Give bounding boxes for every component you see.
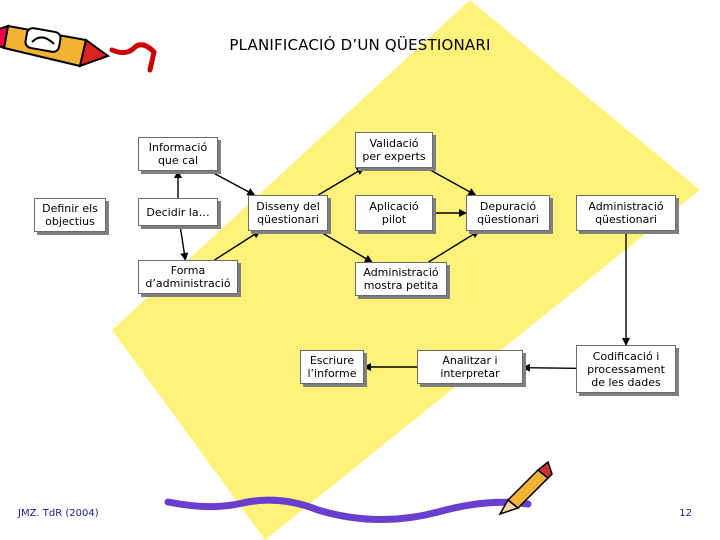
- node-escriure-informe: Escriure l’informe: [300, 350, 364, 384]
- node-administracio-questionari: Administració qüestionari: [576, 195, 676, 231]
- edge-disseny-to-admin_petita: [318, 230, 373, 263]
- pencil-clipart-icon: [0, 24, 157, 73]
- node-decidir-la: Decidir la…: [138, 198, 218, 226]
- edge-validacio-to-depuracio: [426, 167, 477, 196]
- footer-page-number: 12: [679, 508, 692, 519]
- edge-decidir-to-forma: [179, 225, 189, 261]
- slide-title: PLANIFICACIÓ D’UN QÜESTIONARI: [229, 36, 491, 54]
- pencil-squiggle-clipart-icon: [164, 460, 553, 523]
- node-validacio-experts: Validació per experts: [355, 132, 433, 168]
- node-informacio-que-cal: Informació que cal: [138, 137, 218, 171]
- edge-forma-to-disseny: [214, 230, 261, 261]
- edge-informacio-to-disseny: [209, 170, 256, 196]
- edge-disseny-to-validacio: [317, 167, 365, 196]
- edge-admin_petita-to-depuracio: [428, 230, 480, 263]
- node-administracio-mostra-petita: Administració mostra petita: [355, 262, 447, 296]
- node-aplicacio-pilot: Aplicació pilot: [355, 195, 433, 231]
- node-forma-administracio: Forma d’administració: [138, 260, 238, 294]
- node-disseny-questionari: Disseny del qüestionari: [248, 195, 328, 231]
- node-depuracio-questionari: Depuració qüestionari: [466, 195, 550, 231]
- footer-author: JMZ. TdR (2004): [18, 508, 99, 519]
- diagram-edges: [174, 167, 630, 372]
- edge-codificacio-to-analitzar: [522, 363, 577, 372]
- node-definir-objectius: Definir els objectius: [34, 198, 106, 232]
- node-analitzar-interpretar: Analitzar i interpretar: [417, 350, 523, 384]
- node-codificacio-processament: Codificació i processament de les dades: [576, 345, 676, 393]
